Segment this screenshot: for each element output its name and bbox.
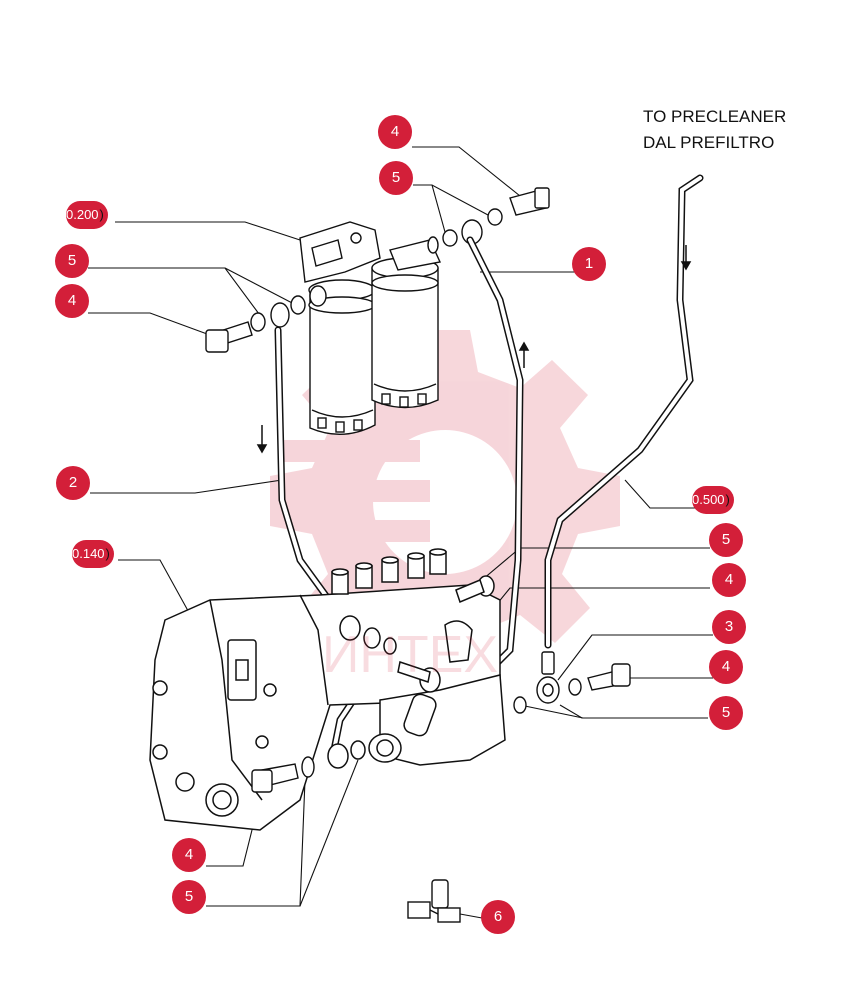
ref-filter-head[interactable]: 0.200 [66,201,108,229]
watermark-text: ИНТЕХ [322,626,499,684]
flow-arrows [256,245,692,454]
callout-bolt-top[interactable]: 4 [378,115,412,149]
leader-lines [88,146,728,919]
sensor-component [407,879,461,923]
precleaner-note-en: TO PRECLEANER [643,107,787,126]
filter-head-bracket [299,221,381,283]
callout-washers-left[interactable]: 5 [55,244,89,278]
callout-banjo-3[interactable]: 3 [712,610,746,644]
callout-bolt-right-upper[interactable]: 4 [712,563,746,597]
top-banjo-assembly [427,187,550,254]
callout-sensor-6[interactable]: 6 [481,900,515,934]
right-banjo-assembly [513,651,631,714]
callout-pipe-2[interactable]: 2 [56,466,90,500]
callout-pipe-1[interactable]: 1 [572,247,606,281]
fuel-filter-right [371,239,442,409]
bottom-bolt-assembly [251,756,315,793]
feed-pump-fittings [327,575,506,769]
callout-washers-top[interactable]: 5 [379,161,413,195]
callout-bolt-right-lower[interactable]: 4 [709,650,743,684]
ref-precleaner-pipe[interactable]: 0.500 [692,486,734,514]
fuel-filter-left [308,279,376,436]
callout-washers-bottom[interactable]: 5 [172,880,206,914]
left-banjo-assembly [205,285,327,353]
callout-bolt-bottom[interactable]: 4 [172,838,206,872]
precleaner-note-it: DAL PREFILTRO [643,133,775,152]
callout-bolt-left[interactable]: 4 [55,284,89,318]
injection-pump [149,548,501,831]
ref-pump-body[interactable]: 0.140 [72,540,114,568]
callout-washers-right-upper[interactable]: 5 [709,523,743,557]
callout-washers-right-lower[interactable]: 5 [709,696,743,730]
